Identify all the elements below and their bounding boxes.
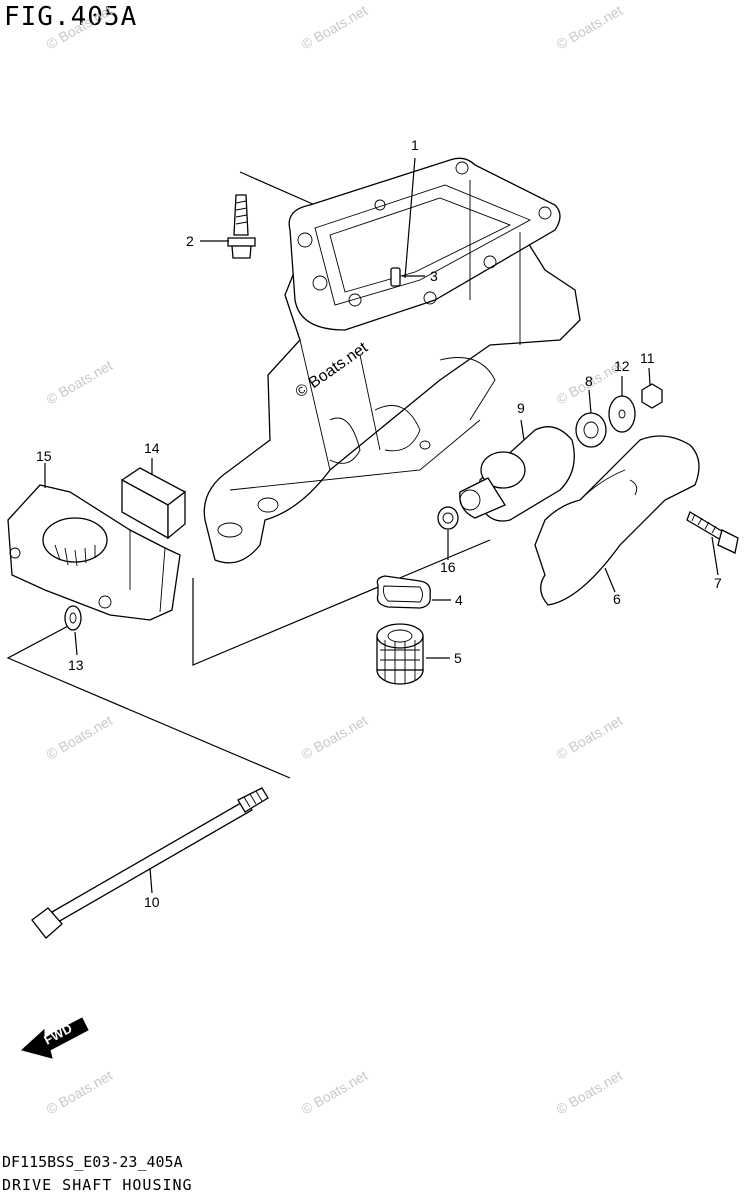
watermark: © Boats.net [44,1067,116,1118]
washer-part-16 [437,506,459,530]
drive-shaft-housing [203,157,581,564]
gasket-part-4 [376,575,431,609]
watermark: © Boats.net [554,1067,626,1118]
watermark: © Boats.net [299,712,371,763]
callout-1: 1 [411,137,419,153]
washer-part-8 [575,412,607,448]
figure-caption: DRIVE SHAFT HOUSING [2,1176,193,1194]
callout-11: 11 [640,350,655,366]
nut-part-11 [641,383,663,409]
callout-7: 7 [714,575,722,591]
callouts: 1 2 3 4 5 6 7 8 9 10 11 12 13 14 15 16 [36,137,722,910]
bearing-part-5 [376,623,424,685]
leader-lines [44,157,719,894]
callout-16: 16 [440,559,456,575]
watermark: © Boats.net [299,1067,371,1118]
dowel-pin-part-3 [390,267,401,287]
rubber-mount-part-9 [459,426,575,522]
callout-14: 14 [144,440,160,456]
callout-2: 2 [186,233,194,249]
washer-part-12 [608,395,636,433]
watermark: © Boats.net [554,712,626,763]
clamp-bracket-part-15 [7,484,181,621]
callout-5: 5 [454,650,462,666]
bolt-part-7 [686,511,739,554]
callout-13: 13 [68,657,84,673]
figure-code: DF115BSS_E03-23_405A [2,1153,183,1171]
watermark: © Boats.net [44,357,116,408]
watermark: © Boats.net [44,2,116,53]
callout-8: 8 [585,373,593,389]
watermark: © Boats.net [299,2,371,53]
callout-4: 4 [455,592,463,608]
mount-cover-part-6 [534,435,700,606]
watermark: © Boats.net [554,2,626,53]
long-bolt-part-10 [31,787,269,939]
watermark: © Boats.net [44,712,116,763]
bolt-part-2 [227,194,256,259]
callout-12: 12 [614,358,630,374]
callout-3: 3 [430,268,438,284]
fwd-arrow: FWD [20,1017,89,1059]
callout-10: 10 [144,894,160,910]
callout-15: 15 [36,448,52,464]
callout-9: 9 [517,400,525,416]
block-part-14 [120,467,187,540]
washer-part-13 [64,605,82,631]
figure-title: FIG.405A [4,2,138,32]
callout-6: 6 [613,591,621,607]
